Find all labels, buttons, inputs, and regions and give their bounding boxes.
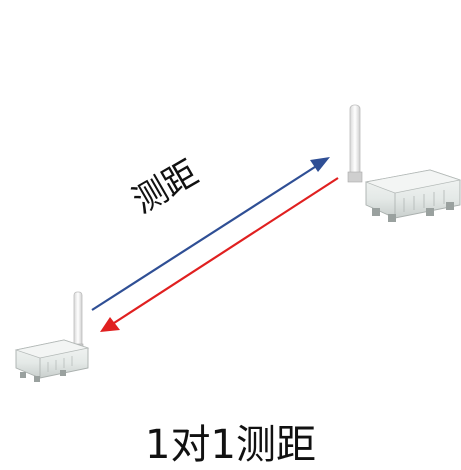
forward-ranging-arrow: [91, 157, 330, 311]
diagram-caption: 1对1测距: [145, 422, 316, 468]
return-arrowhead-icon: [100, 317, 120, 332]
right-device-icon: [347, 104, 461, 222]
left-device-icon: [14, 291, 90, 382]
return-ranging-arrow: [100, 177, 339, 332]
forward-arrowhead-icon: [310, 157, 330, 172]
